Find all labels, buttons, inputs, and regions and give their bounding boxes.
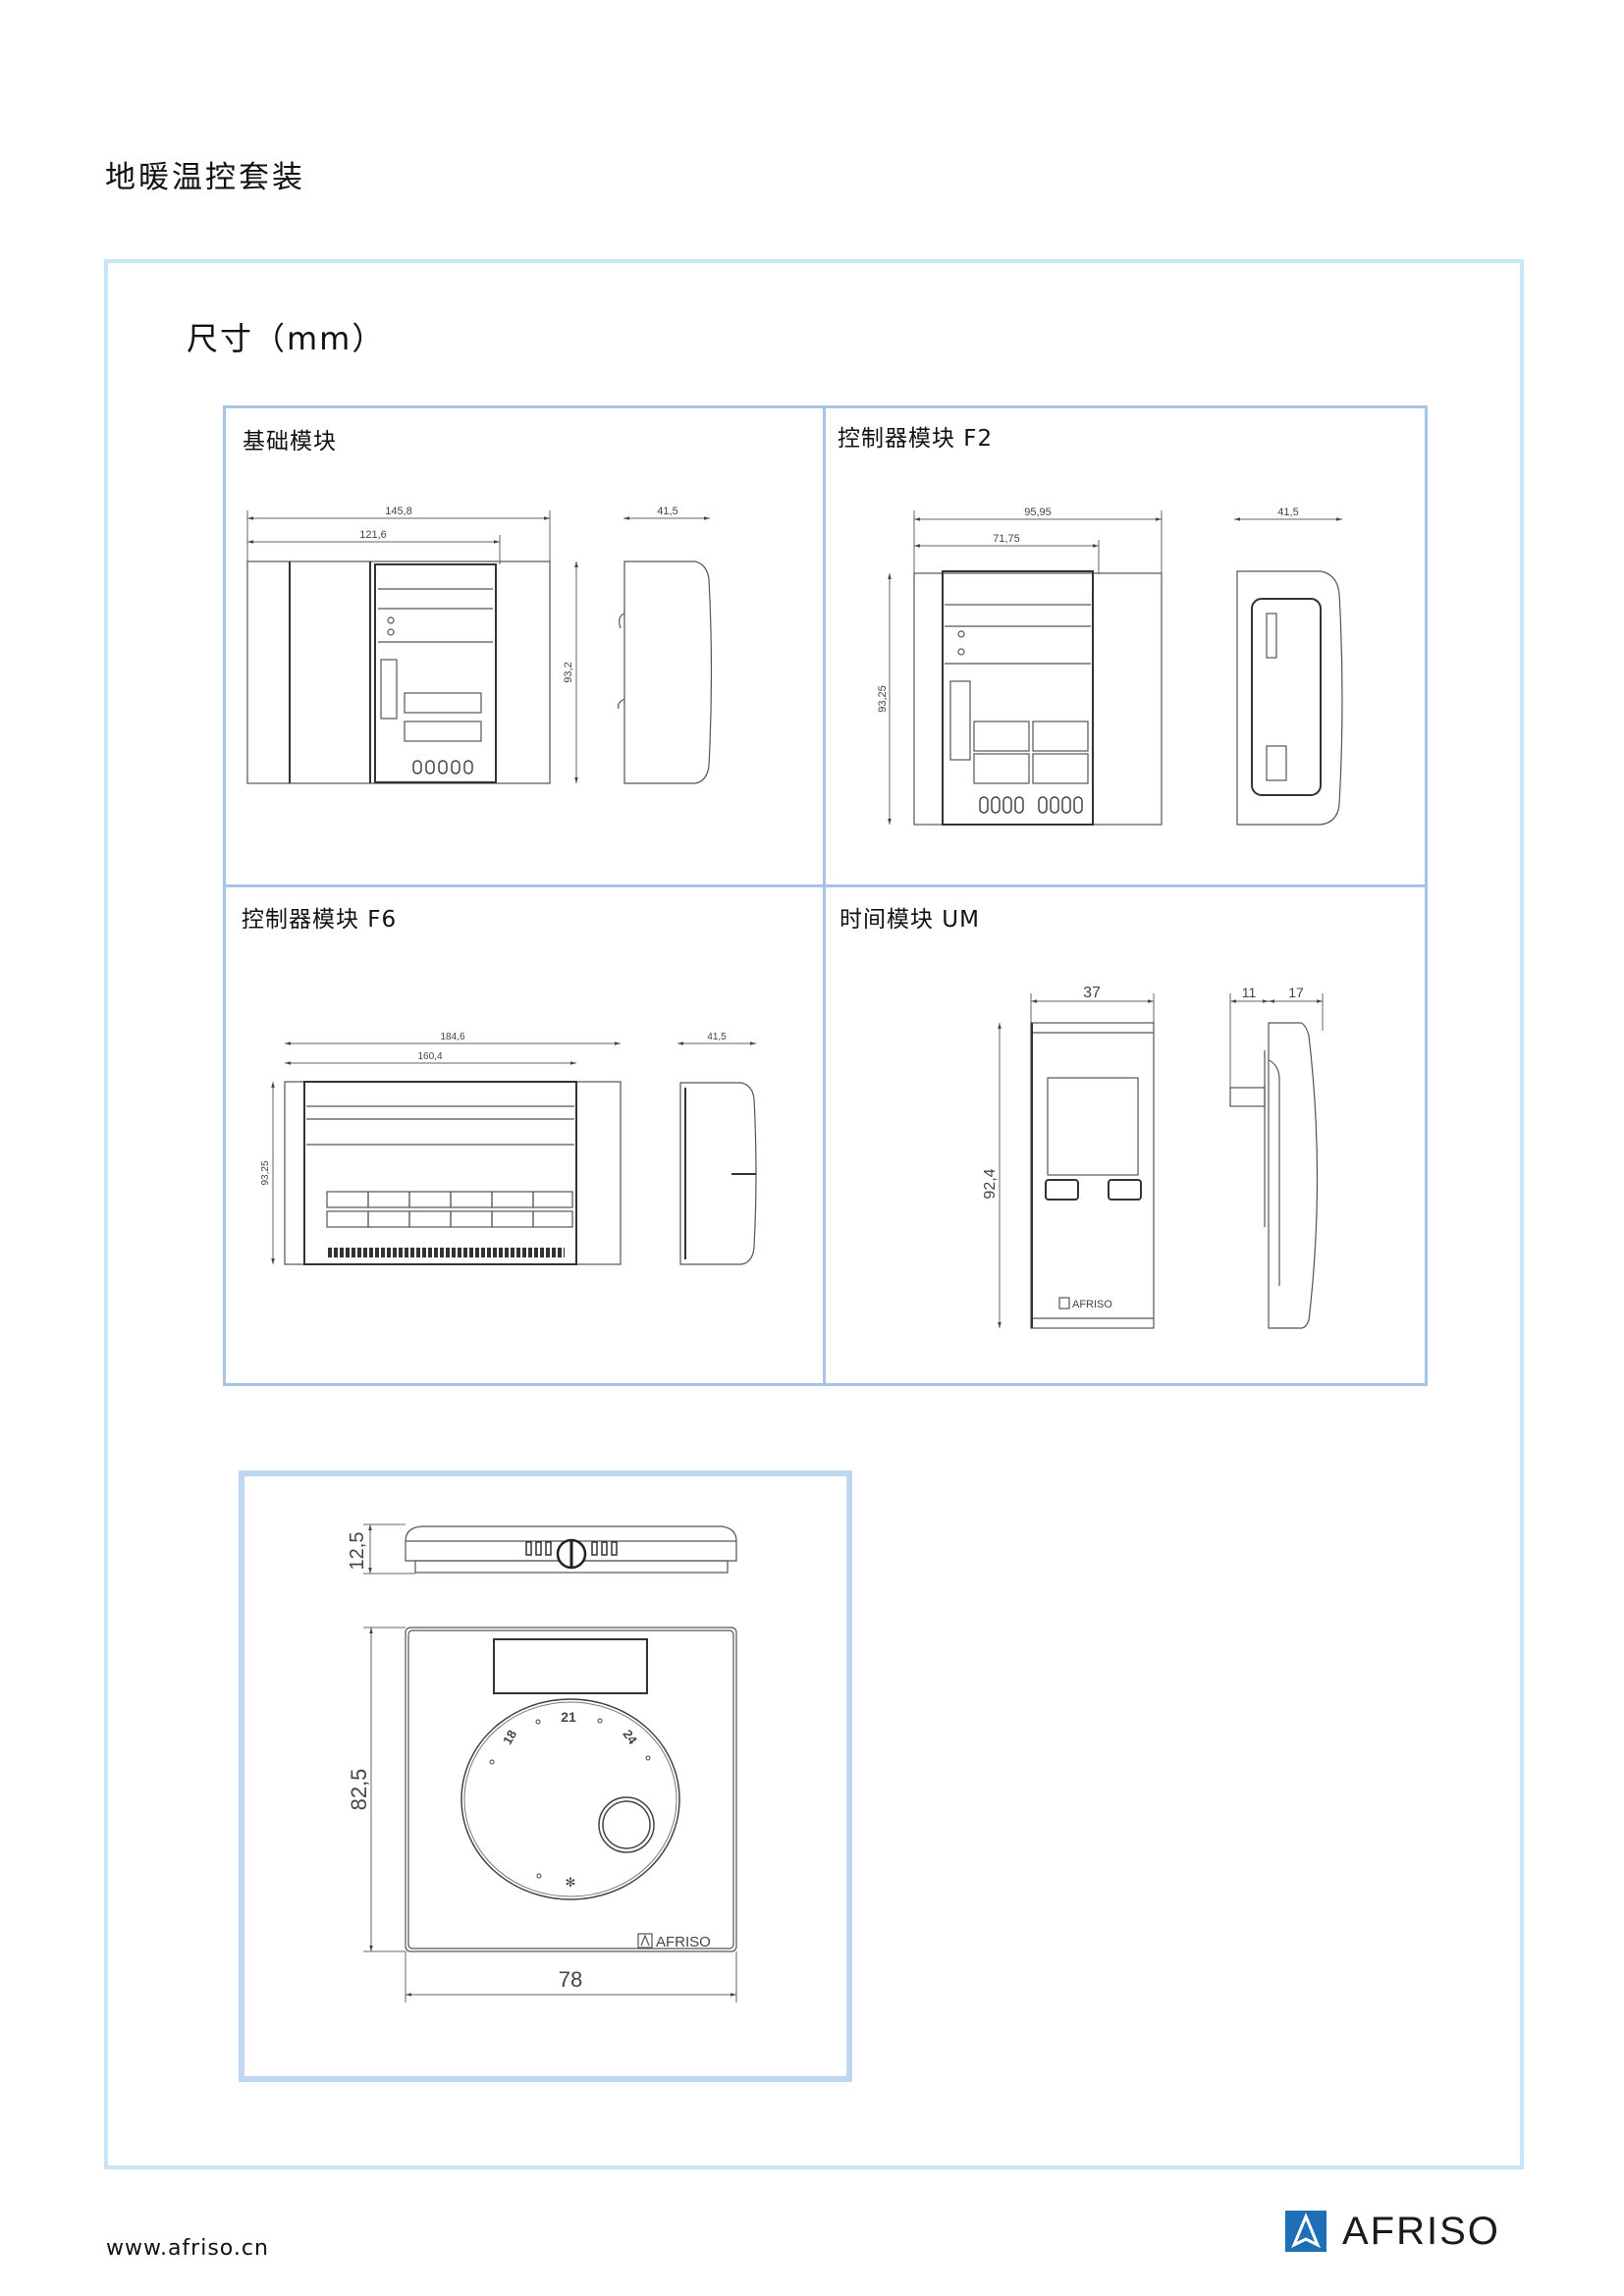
section-title: 尺寸（mm） xyxy=(187,320,386,357)
footer-website-link[interactable]: www.afriso.cn xyxy=(106,2236,269,2261)
panel-label-base-module: 基础模块 xyxy=(243,429,337,454)
thermostat-frame xyxy=(239,1470,852,2082)
panel-label-controller-f6: 控制器模块 F6 xyxy=(242,907,398,933)
grid-divider-horizontal xyxy=(223,884,1428,887)
dimensions-frame xyxy=(104,259,1524,2169)
panel-label-controller-f2: 控制器模块 F2 xyxy=(838,426,994,452)
document-title: 地暖温控套装 xyxy=(105,160,305,195)
panel-label-timer-um: 时间模块 UM xyxy=(839,907,980,933)
afriso-logo: AFRISO xyxy=(1285,2211,1500,2252)
grid-divider-vertical xyxy=(823,405,826,1386)
afriso-logo-text: AFRISO xyxy=(1342,2210,1500,2253)
afriso-logo-icon xyxy=(1285,2211,1326,2252)
